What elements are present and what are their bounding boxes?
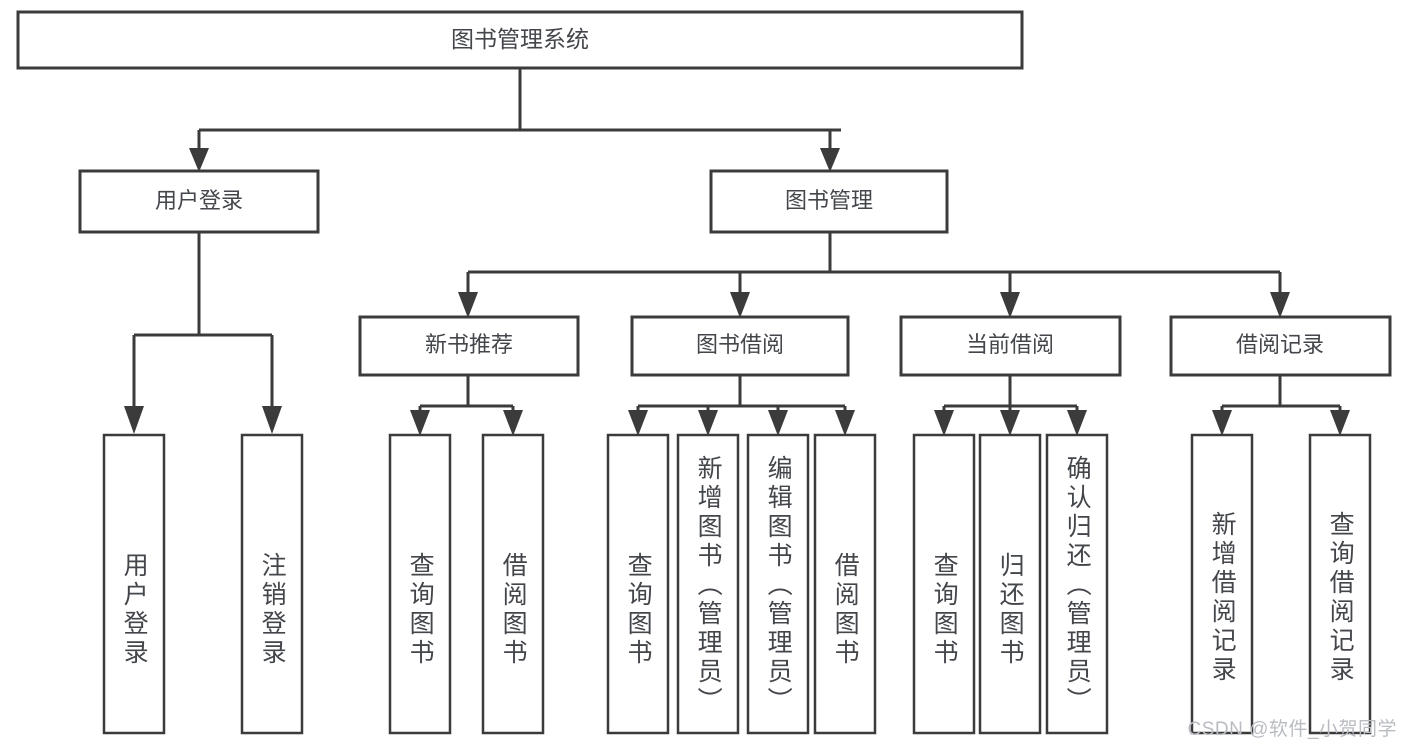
leaf-box-confirm-return-admin[interactable] (1045, 433, 1109, 735)
connector-newbook-to-leaves (410, 375, 523, 436)
node-book-management-label: 图书管理 (785, 188, 873, 213)
node-borrow-record[interactable]: 借阅记录 (1169, 315, 1392, 377)
connector-borrowrecord-to-leaves (1212, 375, 1350, 436)
leaf-box-query-book-borrow[interactable] (606, 433, 670, 735)
node-root-label: 图书管理系统 (451, 26, 589, 52)
node-new-book-recommend-label: 新书推荐 (425, 332, 513, 357)
connector-root-to-level2 (189, 68, 841, 172)
node-user-login[interactable]: 用户登录 (78, 169, 320, 234)
leaf-box-borrow-book[interactable] (813, 433, 877, 735)
node-new-book-recommend[interactable]: 新书推荐 (358, 315, 580, 377)
node-borrow-record-label: 借阅记录 (1236, 332, 1324, 357)
leaf-box-logout[interactable] (240, 433, 304, 735)
leaf-box-add-book-admin[interactable] (676, 433, 740, 735)
node-user-login-label: 用户登录 (155, 188, 243, 213)
connector-currentborrow-to-leaves (934, 375, 1087, 436)
node-current-borrow[interactable]: 当前借阅 (899, 315, 1122, 377)
node-root-system[interactable]: 图书管理系统 (16, 10, 1024, 70)
leaf-box-borrow-book-newbook[interactable] (481, 433, 545, 735)
leaf-box-query-borrow-record[interactable] (1308, 433, 1372, 735)
node-current-borrow-label: 当前借阅 (966, 332, 1054, 357)
node-book-borrow[interactable]: 图书借阅 (630, 315, 850, 377)
connector-bookborrow-to-leaves (628, 375, 855, 436)
leaf-box-query-book-newbook[interactable] (388, 433, 452, 735)
leaf-box-user-login[interactable] (102, 433, 166, 735)
leaf-box-return-book[interactable] (978, 433, 1042, 735)
node-book-borrow-label: 图书借阅 (696, 332, 784, 357)
node-book-management[interactable]: 图书管理 (709, 169, 949, 234)
leaf-box-edit-book-admin[interactable] (746, 433, 810, 735)
leaf-box-query-book-current[interactable] (912, 433, 976, 735)
connector-bookmgmt-to-level3 (458, 232, 1290, 318)
leaf-box-add-borrow-record[interactable] (1190, 433, 1254, 735)
connector-userlogin-to-leaves (124, 232, 282, 434)
